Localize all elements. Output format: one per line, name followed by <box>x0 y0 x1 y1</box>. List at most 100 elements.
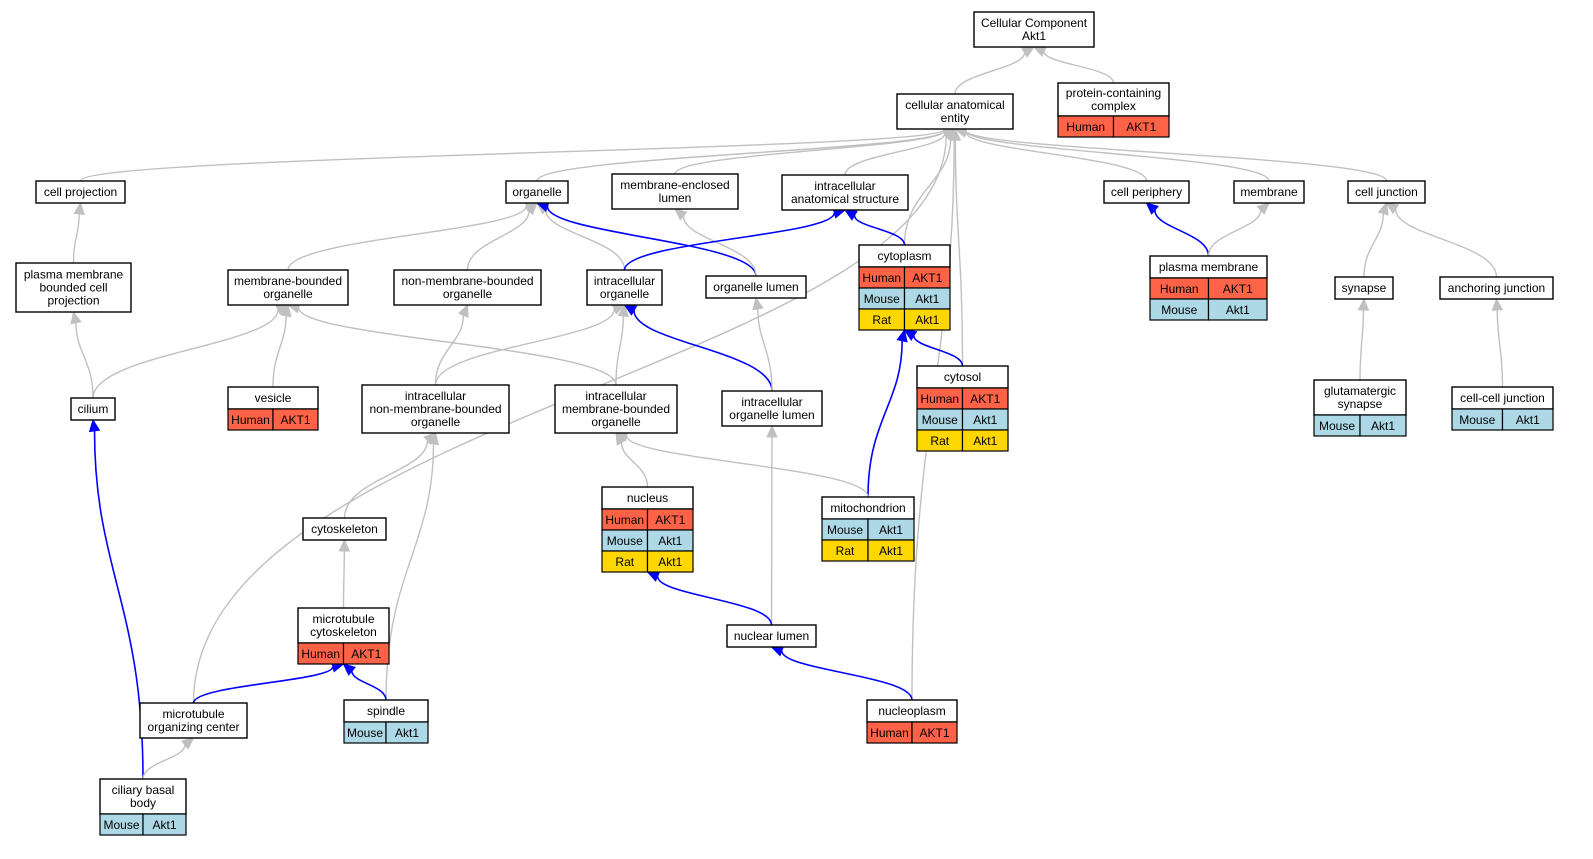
gene-label: Akt1 <box>879 544 903 558</box>
annotation-row: Human AKT1 <box>866 721 958 744</box>
node-synapse[interactable]: synapse <box>1334 276 1394 300</box>
node-label: glutamatergic <box>1324 384 1396 398</box>
node-box <box>15 262 132 313</box>
node-inmbo[interactable]: intracellularnon-membrane-boundedorganel… <box>361 384 510 434</box>
species-label: Human <box>870 726 909 740</box>
node-label: cell projection <box>44 185 117 199</box>
annotation-row: Rat Akt1 <box>821 539 915 562</box>
gene-label: Akt1 <box>152 818 176 832</box>
gene-label: Akt1 <box>879 523 903 537</box>
node-label: non-membrane-bounded <box>369 402 501 416</box>
node-label: organelle lumen <box>713 280 798 294</box>
gene-label: AKT1 <box>280 413 310 427</box>
edge-olumen-to-organelle <box>535 201 757 277</box>
node-box <box>721 390 823 427</box>
edge-inmbo-to-nmbo <box>434 303 469 386</box>
gene-label: AKT1 <box>351 647 381 661</box>
node-anchjunc[interactable]: anchoring junction <box>1439 276 1554 300</box>
node-label: cellular anatomical <box>905 98 1004 112</box>
node-label: intracellular <box>741 395 802 409</box>
node-label: intracellular <box>585 389 646 403</box>
node-box <box>99 778 187 815</box>
gene-label: Akt1 <box>395 726 419 740</box>
node-nlumen[interactable]: nuclear lumen <box>726 624 817 648</box>
edge-pmbcp-to-cellproj <box>72 201 85 264</box>
edge-nucleoplasm-to-nlumen <box>770 645 913 701</box>
gene-label: Akt1 <box>973 434 997 448</box>
edge-cytosol-to-cytoplasm <box>903 329 964 367</box>
node-box <box>896 93 1014 130</box>
node-olumen[interactable]: organelle lumen <box>705 275 807 299</box>
node-label: intracellular <box>814 179 875 193</box>
node-box <box>1233 180 1305 204</box>
node-cytoskel[interactable]: cytoskeleton <box>302 517 387 541</box>
node-cilium[interactable]: cilium <box>70 397 116 421</box>
species-label: Mouse <box>1161 303 1197 317</box>
node-cellperiph[interactable]: cell periphery <box>1103 180 1190 204</box>
node-label: body <box>130 796 156 810</box>
gene-label: Akt1 <box>915 313 939 327</box>
edge-nmbo-to-organelle <box>466 202 538 271</box>
species-label: Rat <box>930 434 949 448</box>
node-label: organelle <box>512 185 562 199</box>
species-label: Human <box>231 413 270 427</box>
node-label: membrane-bounded <box>562 402 670 416</box>
edge-cbb-to-mtoc <box>142 737 195 780</box>
edge-ccjunc-to-anchjunc <box>1491 297 1504 388</box>
node-label: microtubule <box>162 707 224 721</box>
node-label: anchoring junction <box>1448 281 1545 295</box>
species-label: Human <box>605 513 644 527</box>
gene-label: Akt1 <box>1226 303 1250 317</box>
node-label: Akt1 <box>1022 29 1046 43</box>
node-label: cell-cell junction <box>1460 391 1545 405</box>
node-cellproj[interactable]: cell projection <box>35 180 126 204</box>
edge-iolumen-to-olumen <box>752 296 773 392</box>
gene-label: AKT1 <box>919 726 949 740</box>
node-label: intracellular <box>594 274 655 288</box>
species-label: Rat <box>836 544 855 558</box>
node-label: nucleus <box>627 491 668 505</box>
node-box <box>554 384 678 434</box>
node-organelle[interactable]: organelle <box>505 180 569 204</box>
node-box <box>726 624 817 648</box>
node-label: organelle lumen <box>729 408 814 422</box>
node-box <box>35 180 126 204</box>
node-label: synapse <box>1342 281 1387 295</box>
node-label: intracellular <box>405 389 466 403</box>
node-membrane[interactable]: membrane <box>1233 180 1305 204</box>
node-celljunc[interactable]: cell junction <box>1347 180 1426 204</box>
edge-olumen-to-menc_lumen <box>674 208 757 277</box>
species-label: Human <box>1066 120 1105 134</box>
edge-nlumen-to-nucleus <box>646 571 773 626</box>
edge-iolumen-to-io <box>623 304 773 392</box>
